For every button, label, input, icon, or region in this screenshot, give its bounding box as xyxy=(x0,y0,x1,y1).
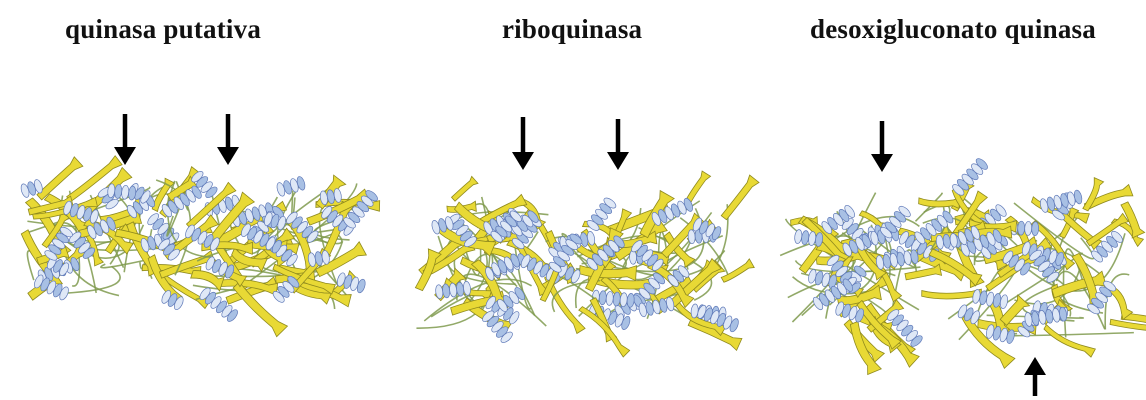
down-arrow-icon xyxy=(607,119,629,170)
down-arrow-icon xyxy=(871,121,893,172)
panel-deoxygluconate-kinase: desoxigluconato quinasa xyxy=(760,0,1146,400)
protein-structure-image xyxy=(760,0,1146,400)
down-arrow-icon xyxy=(512,117,534,170)
panel-ribokinase: riboquinasa xyxy=(380,0,760,400)
panel-putative-kinase: quinasa putativa xyxy=(0,0,380,400)
down-arrow-icon xyxy=(217,114,239,165)
protein-structure-image xyxy=(380,0,760,400)
down-arrow-icon xyxy=(114,114,136,165)
protein-structure-image xyxy=(0,0,380,400)
up-arrow-icon xyxy=(1024,357,1046,396)
